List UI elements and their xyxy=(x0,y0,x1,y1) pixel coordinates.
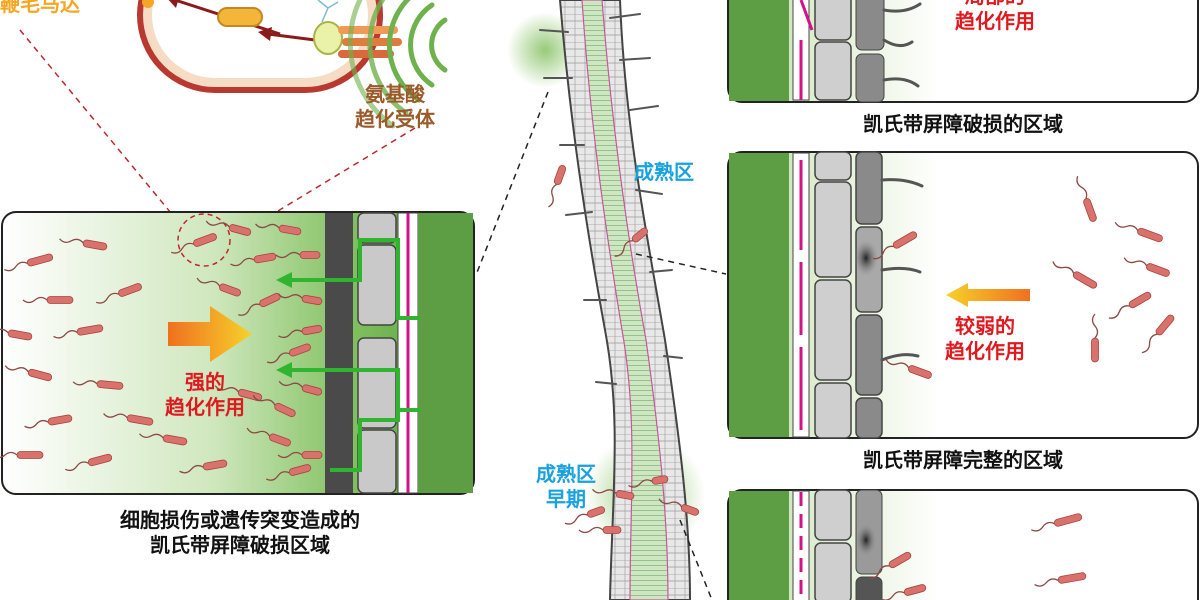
early-mature-line2: 早期 xyxy=(546,487,586,511)
receptor-label-line2: 趋化受体 xyxy=(355,107,435,131)
mid-right-caption: 凯氏带屏障完整的区域 xyxy=(863,448,1063,472)
top-right-caption: 凯氏带屏障破损的区域 xyxy=(863,112,1063,136)
bacterium-icon xyxy=(1114,221,1163,243)
bacterium-closeup xyxy=(137,0,402,93)
weak-label-line1: 较弱的 xyxy=(955,314,1015,338)
amino-acid-receptor-label: 氨基酸 趋化受体 xyxy=(340,82,450,132)
bacterium-icon xyxy=(205,220,252,236)
strong-chemotaxis-label: 强的 趋化作用 xyxy=(150,370,260,420)
bacterium-icon xyxy=(64,453,113,472)
receptor-label-line1: 氨基酸 xyxy=(365,82,425,106)
right-panel-top xyxy=(727,0,1199,103)
flagellar-motor-label: 鞭毛马达 xyxy=(0,0,80,16)
bacterium-icon xyxy=(1141,314,1175,354)
bacterium-icon xyxy=(872,231,918,260)
right-panel-bottom xyxy=(727,489,1199,600)
bacterium-icon xyxy=(103,413,154,426)
bacterium-icon xyxy=(1123,257,1170,277)
bacterium-icon xyxy=(277,451,323,459)
local-label-line2: 趋化作用 xyxy=(955,9,1035,33)
bacterium-icon xyxy=(578,526,622,534)
bacterium-icon xyxy=(139,433,188,446)
bacterium-icon xyxy=(1031,513,1083,532)
bacterium-icon xyxy=(3,253,54,272)
bacterium-icon xyxy=(278,293,323,306)
bacterium-icon xyxy=(59,238,108,251)
bacterium-icon xyxy=(4,365,53,382)
bacterium-icon xyxy=(1076,175,1097,222)
strong-label-line1: 强的 xyxy=(185,370,225,394)
bacterium-icon xyxy=(1108,291,1152,319)
bacterium-icon xyxy=(252,394,296,418)
strong-label-line2: 趋化作用 xyxy=(165,395,245,419)
bacterium-icon xyxy=(885,359,932,379)
signal-waves xyxy=(347,0,448,129)
bacterium-icon xyxy=(22,296,74,304)
root-illustration xyxy=(507,0,705,600)
bacterium-icon xyxy=(179,459,228,474)
bacterium-icon xyxy=(880,584,927,600)
bacterium-icon xyxy=(548,164,567,208)
weak-chemotaxis-label: 较弱的 趋化作用 xyxy=(925,314,1045,364)
bacterium-icon xyxy=(1091,313,1099,363)
bacterium-icon xyxy=(658,498,700,516)
flagellar-motor-icon xyxy=(142,0,154,8)
bacterium-icon xyxy=(255,223,302,236)
bacterium-icon xyxy=(628,475,669,488)
bacterium-icon xyxy=(72,380,124,390)
bacterium-icon xyxy=(275,251,321,259)
bacterium-icon xyxy=(24,414,73,429)
bacterium-icon xyxy=(196,277,241,297)
bacterium-icon xyxy=(95,283,142,304)
bacterium-icon xyxy=(53,324,104,339)
bacterium-icon xyxy=(230,252,277,267)
receptor-icon xyxy=(313,21,343,55)
early-mature-zone-label: 成熟区 早期 xyxy=(524,462,608,512)
bacterium-icon xyxy=(614,227,649,257)
bacterium-icon xyxy=(278,380,323,396)
bacterium-icon xyxy=(868,551,912,579)
bacterium-icon xyxy=(564,506,606,525)
bacterium-icon xyxy=(592,488,635,500)
signal-protein-icon xyxy=(217,7,263,27)
bacterium-icon xyxy=(214,385,263,402)
bacterium-icon xyxy=(246,427,291,447)
bacterium-icon xyxy=(0,451,44,459)
bacterium-icon xyxy=(170,233,217,254)
left-panel-caption: 细胞损伤或遗传突变造成的 凯氏带屏障破损区域 xyxy=(30,508,450,558)
bacterium-icon xyxy=(1052,261,1098,289)
right-panel-middle xyxy=(727,151,1199,439)
bacterium-icon xyxy=(265,464,312,481)
bacterium-icon xyxy=(1034,572,1087,587)
local-chemotaxis-label: 局部的 趋化作用 xyxy=(930,0,1060,34)
local-label-line1: 局部的 xyxy=(930,0,1060,9)
left-caption-line2: 凯氏带屏障破损区域 xyxy=(150,533,330,557)
weak-label-line2: 趋化作用 xyxy=(945,339,1025,363)
bacterium-icon xyxy=(0,328,33,341)
zoom-connectors xyxy=(475,91,727,600)
mature-zone-label: 成熟区 xyxy=(634,160,694,184)
bacterium-icon xyxy=(266,343,311,364)
left-panel xyxy=(0,211,475,495)
left-caption-line1: 细胞损伤或遗传突变造成的 xyxy=(120,508,360,532)
bacterium-icon xyxy=(278,324,323,339)
early-mature-line1: 成熟区 xyxy=(536,462,596,486)
